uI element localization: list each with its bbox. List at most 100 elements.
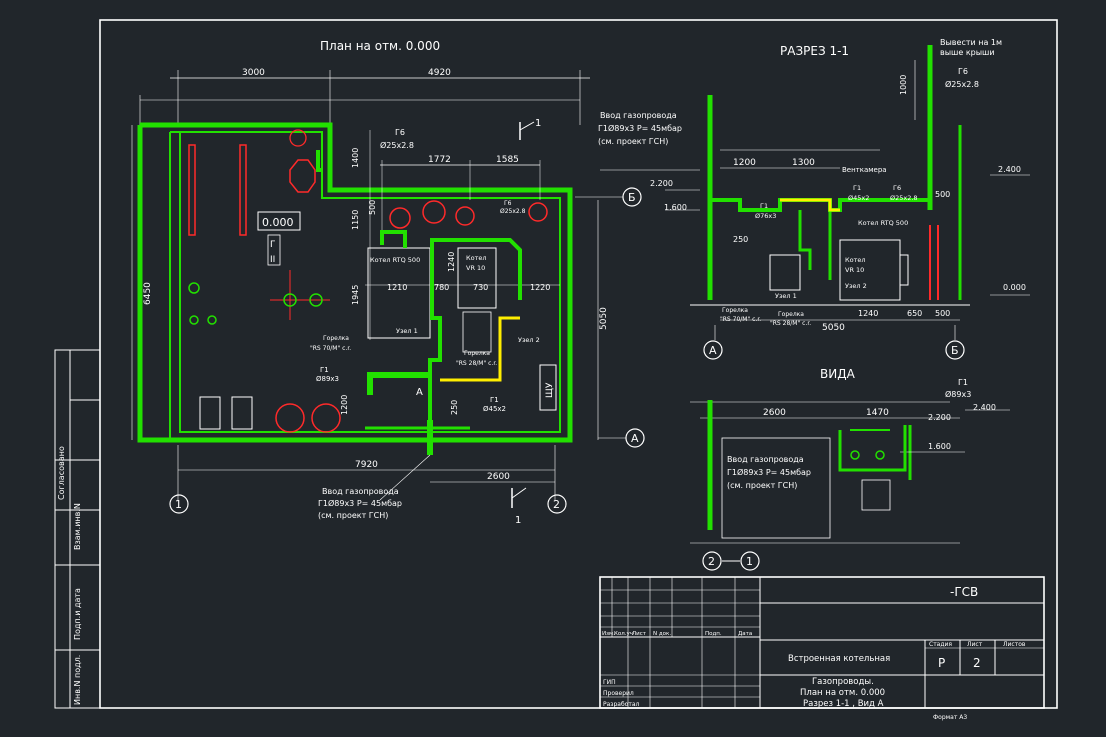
plan-g6-dia: Ø25x2.8 xyxy=(380,140,414,150)
section-gorelka1b: "RS 70/M" c.r. xyxy=(720,316,761,323)
vida-vvod-line2: (см. проект ГСН) xyxy=(727,481,797,490)
dim-500: 500 xyxy=(368,200,377,215)
dim-1585: 1585 xyxy=(496,155,519,165)
dim-1945: 1945 xyxy=(351,285,360,305)
plan-g1b-dia: Ø45x2 xyxy=(483,405,506,413)
plan-gorelka2b-label: "RS 28/M" c.r. xyxy=(456,360,497,367)
plan-gorelka2-label: Горелка xyxy=(464,350,490,357)
dim-730: 730 xyxy=(473,283,488,292)
vida-dim-2600: 2600 xyxy=(763,408,786,418)
soglasovano-label: Согласовано xyxy=(57,446,66,500)
section-g1b-label: Г1 xyxy=(853,184,861,192)
section-ventkamera: Венткамера xyxy=(842,166,887,174)
plan-g1b-label: Г1 xyxy=(490,396,499,404)
plan-vvod-line1: Г1Ø89х3 Р= 45мбар xyxy=(318,498,402,508)
tb-desc1: Газопроводы. xyxy=(812,677,874,687)
tb-role-razrabotal: Разработал xyxy=(603,701,640,708)
plan-vvod-title: Ввод газопровода xyxy=(322,487,399,496)
section-kotel2: Котел xyxy=(845,256,866,264)
tb-code: -ГСВ xyxy=(950,585,978,599)
section-dim-1200: 1200 xyxy=(733,158,756,168)
plan-axis-1: 1 xyxy=(175,498,182,511)
plan-uzel2-label: Узел 2 xyxy=(518,336,540,344)
tb-stage-header: Стадия xyxy=(929,641,952,648)
section-title: РАЗРЕЗ 1-1 xyxy=(780,44,849,58)
section-dim-1000: 1000 xyxy=(899,75,908,95)
sheet-frame xyxy=(54,19,1058,709)
plan-g6-small: Г6 xyxy=(504,200,512,207)
section-dim-5050: 5050 xyxy=(822,323,845,333)
section-g6: Г6 xyxy=(958,67,968,76)
vida-pipes xyxy=(838,425,907,472)
vida-vvod-line1: Г1Ø89х3 Р= 45мбар xyxy=(727,467,811,477)
plan-gas-pipes xyxy=(316,150,522,455)
section-g6b-dia: Ø25x2.8 xyxy=(890,194,918,202)
tb-desc2: План на отм. 0.000 xyxy=(800,688,885,698)
vida-axis-markers xyxy=(702,551,760,571)
plan-gorelka1-label: Горелка xyxy=(323,335,349,342)
section-gorelka2b: "RS 28/M" c.r. xyxy=(770,320,811,327)
tb-col-kol: Кол.уч xyxy=(614,631,633,637)
section-flue-pipe xyxy=(780,198,840,212)
section-vvod-line2: (см. проект ГСН) xyxy=(598,137,668,146)
tb-project: Встроенная котельная xyxy=(788,654,890,664)
section-dim-250: 250 xyxy=(733,235,748,244)
section-vvod-line1: Г1Ø89х3 Р= 45мбар xyxy=(598,123,682,133)
vida-elev-2400: 2.400 xyxy=(973,403,996,412)
plan-kotel2-label: Котел xyxy=(466,254,487,262)
section-equipment xyxy=(769,225,939,301)
section-uzel1: Узел 1 xyxy=(775,292,797,300)
vida-g1-dia: Ø89x3 xyxy=(945,389,971,399)
tb-col-list: Лист xyxy=(632,631,647,637)
vzam-inv-label: Взам.инв.N xyxy=(73,503,82,550)
section-kotel1: Котел RTQ 500 xyxy=(858,219,908,227)
section-axis-a: А xyxy=(709,344,717,357)
vida-axis-1: 1 xyxy=(746,555,753,568)
dim-1772: 1772 xyxy=(428,155,451,165)
dim-5050: 5050 xyxy=(599,307,609,330)
tb-sheet-header: Лист xyxy=(967,641,983,648)
tb-format: Формат А3 xyxy=(933,714,967,721)
section-kotel2b: VR 10 xyxy=(845,266,864,274)
dim-1240: 1240 xyxy=(447,252,456,272)
plan-inner-dims xyxy=(131,125,599,500)
plan-kotel1-label: Котел RTQ 500 xyxy=(370,256,420,264)
dim-1220: 1220 xyxy=(530,283,550,292)
plan-axis-markers xyxy=(169,187,645,514)
vida-axis-2: 2 xyxy=(708,555,715,568)
plan-axis-a: А xyxy=(631,432,639,445)
section-gorelka1: Горелка xyxy=(722,307,748,314)
section-g6b: Г6 xyxy=(893,184,901,192)
vida-elev-1600: 1.600 xyxy=(928,442,951,451)
plan-equipment xyxy=(188,129,548,433)
section-structure xyxy=(600,45,1030,340)
dim-3000: 3000 xyxy=(242,68,265,78)
section-axis-b: Б xyxy=(951,344,959,357)
tb-col-izm: Изм. xyxy=(602,631,615,637)
plan-stair-box xyxy=(267,234,281,266)
tb-sheets-header: Листов xyxy=(1003,641,1026,648)
plan-axis-2: 2 xyxy=(553,498,560,511)
plan-elevation-box xyxy=(257,211,301,231)
tb-col-ndok: N док. xyxy=(653,631,671,637)
section-g1b-dia: Ø45x2 xyxy=(848,194,869,202)
plan-vvod-line2: (см. проект ГСН) xyxy=(318,511,388,520)
vida-title: ВИДА xyxy=(820,367,856,381)
section-gorelka2: Горелка xyxy=(778,311,804,318)
plan-flue-pipe xyxy=(440,316,520,382)
dim-250: 250 xyxy=(450,400,459,415)
shu-label: ЩУ xyxy=(545,382,555,398)
plan-stair-2: II xyxy=(270,255,275,265)
plan-g1a-label: Г1 xyxy=(320,366,329,374)
section-elev-2200: 2.200 xyxy=(650,179,673,188)
dim-4920: 4920 xyxy=(428,68,451,78)
plan-gorelka1b-label: "RS 70/M" c.r. xyxy=(310,345,351,352)
plan-section-1-top: 1 xyxy=(535,118,541,129)
section-vvod-title: Ввод газопровода xyxy=(600,111,677,120)
dim-1400: 1400 xyxy=(351,148,360,168)
section-axis-markers xyxy=(703,340,965,360)
inv-podl-label: Инв.N подл. xyxy=(73,655,82,705)
plan-title: План на отм. 0.000 xyxy=(320,39,440,53)
